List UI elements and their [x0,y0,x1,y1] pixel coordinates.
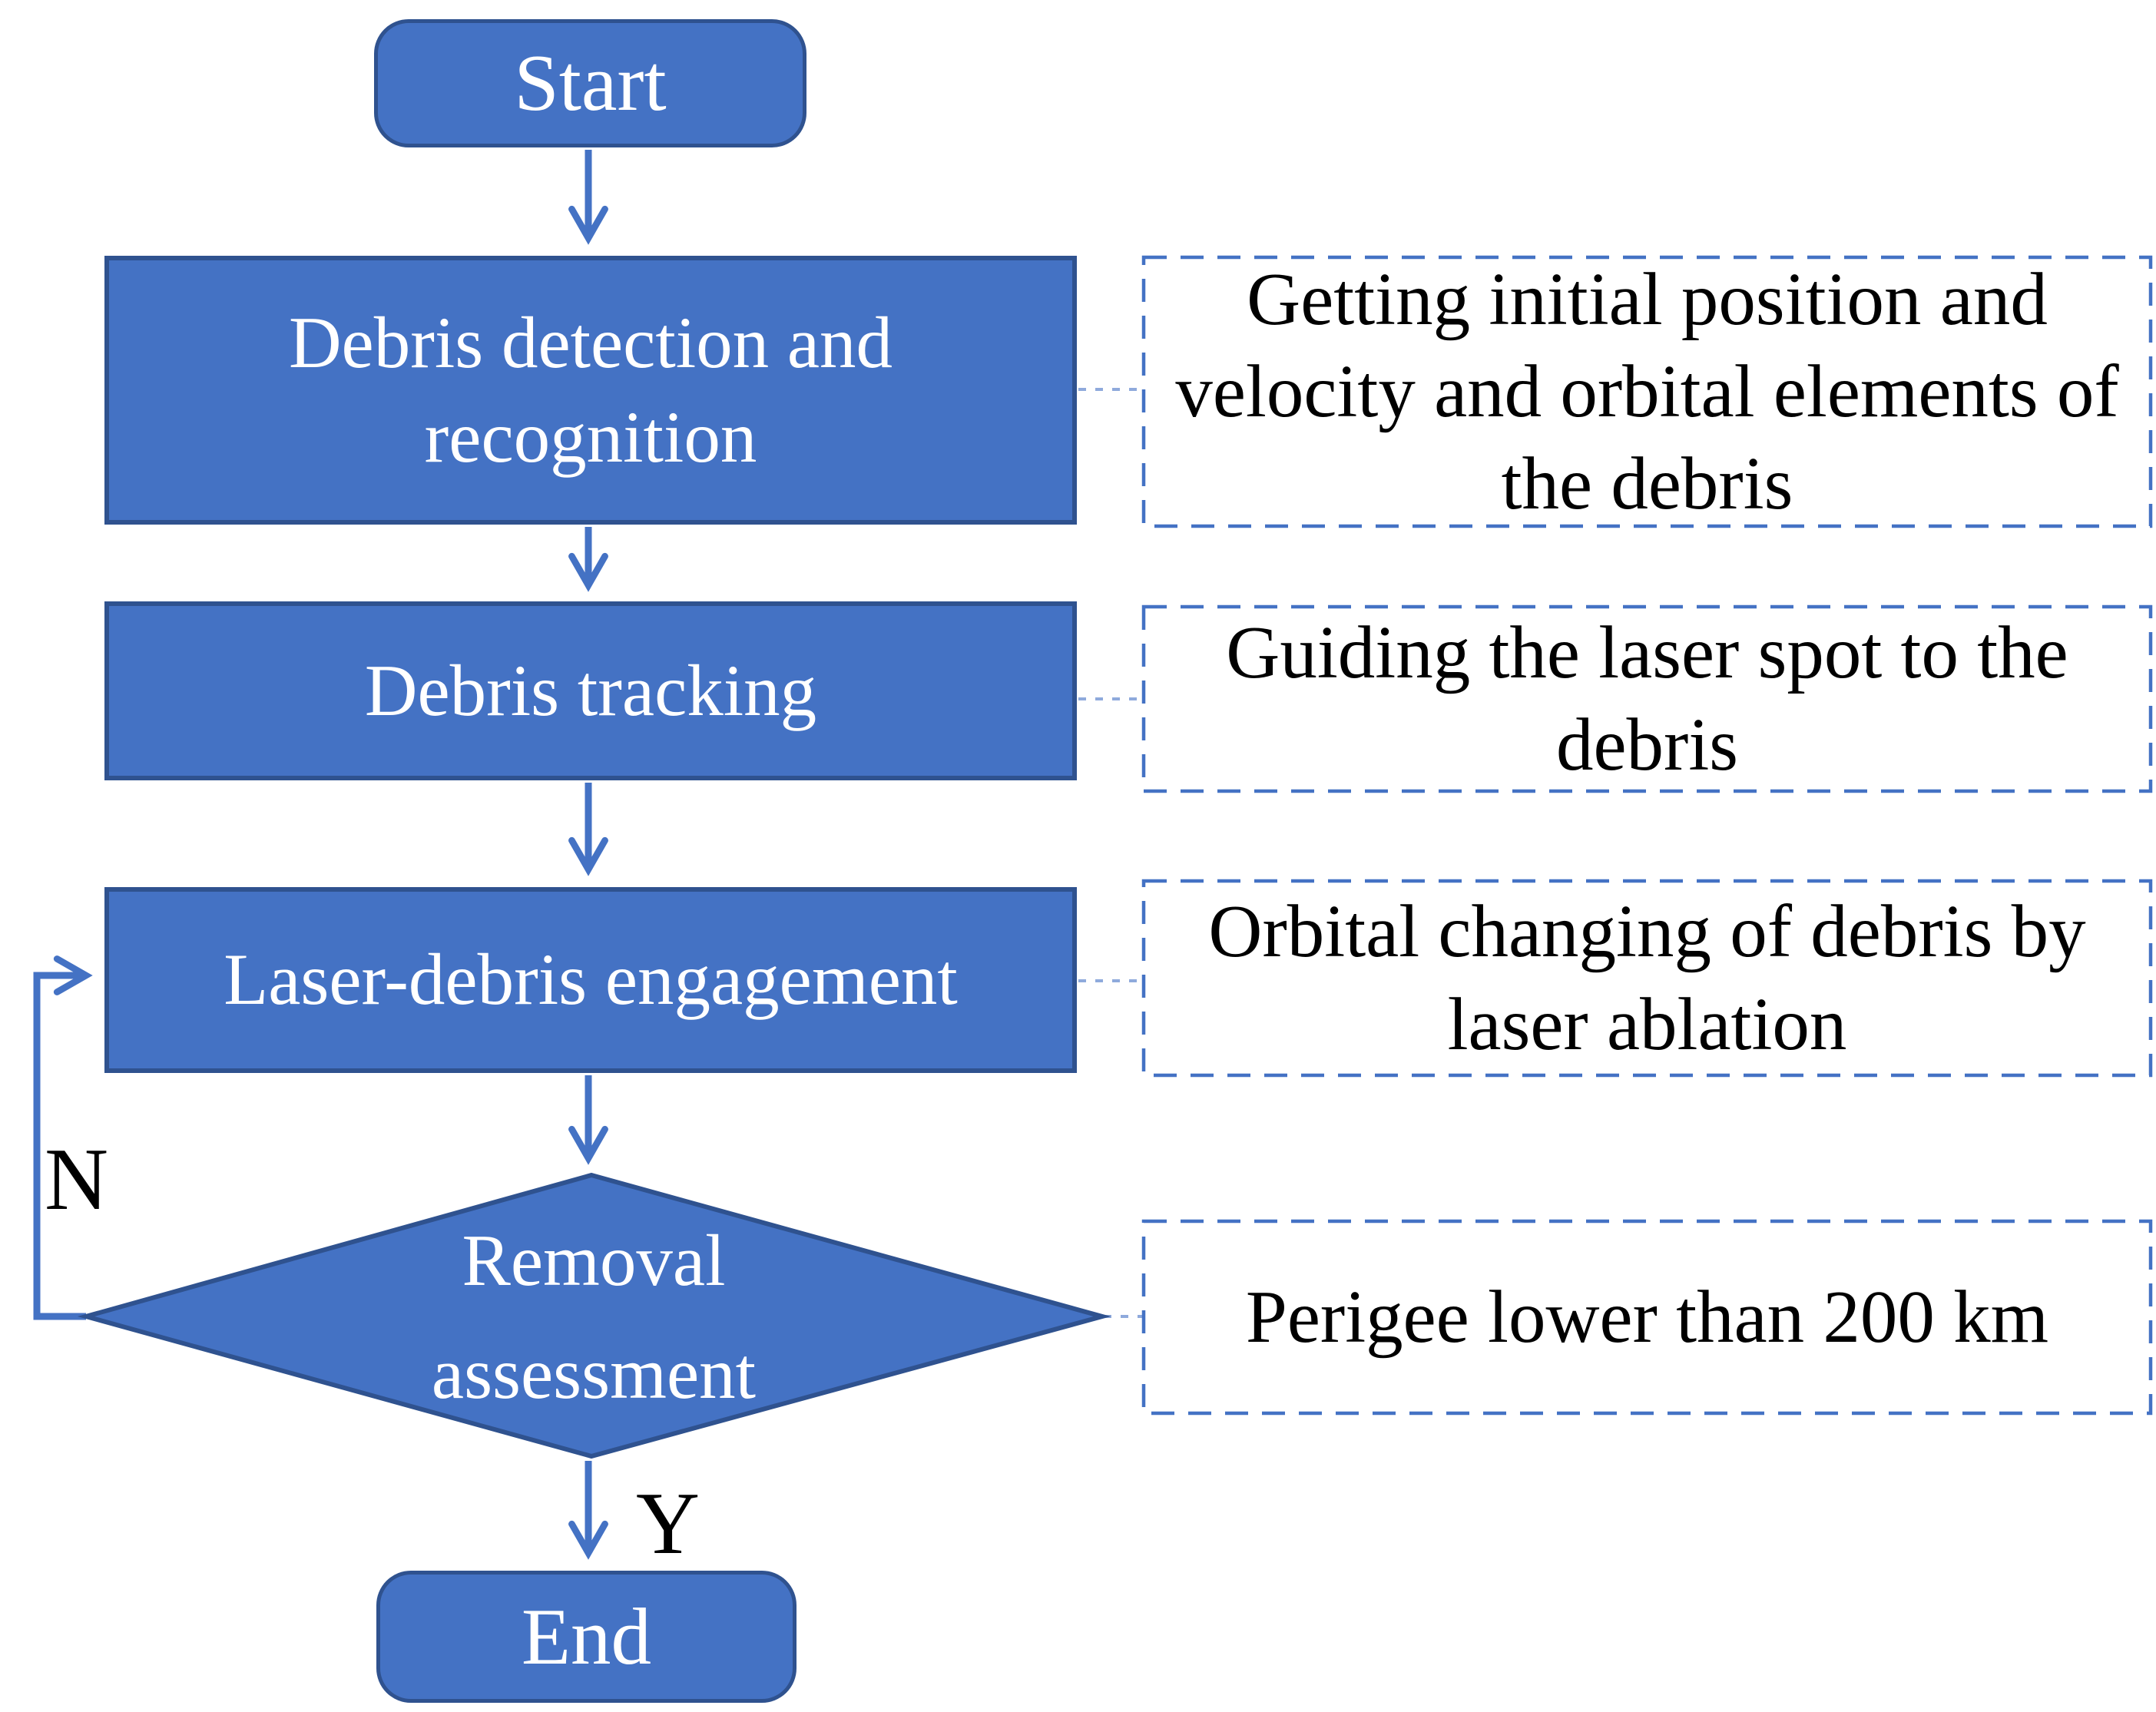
annotation-frame-engagement [1141,879,2153,1078]
node-removal-assessment: Removal assessment [325,1198,863,1436]
annotation-tracking-text: Guiding the laser spot to the debris [1226,611,2068,786]
node-laser-debris-engagement-label: Laser-debris engagement [224,939,958,1021]
node-debris-tracking-label: Debris tracking [364,649,817,731]
annotation-detection-text: Getting initial position and velocity an… [1175,257,2119,525]
annotation-frame-detection [1141,255,2153,528]
annotation-frame-tracking [1141,604,2153,793]
node-debris-detection: Debris detection and recognition [104,256,1077,525]
decision-diamond-shape [77,1172,1111,1459]
node-debris-detection-label: Debris detection and recognition [288,301,893,478]
node-debris-tracking: Debris tracking [104,601,1077,780]
annotation-detection: Getting initial position and velocity an… [1144,257,2151,526]
annotation-engagement: Orbital changing of debris by laser abla… [1144,881,2151,1075]
annotation-assessment-text: Perigee lower than 200 km [1245,1275,2049,1358]
node-laser-debris-engagement: Laser-debris engagement [104,887,1077,1073]
node-start: Start [374,19,806,147]
annotation-assessment: Perigee lower than 200 km [1144,1221,2151,1413]
node-end: End [376,1571,796,1703]
annotation-tracking: Guiding the laser spot to the debris [1144,607,2151,791]
branch-label-no: N [45,1131,109,1228]
annotation-frame-assessment [1141,1219,2153,1416]
node-removal-assessment-label: Removal assessment [431,1219,757,1414]
annotation-engagement-text: Orbital changing of debris by laser abla… [1208,890,2086,1065]
arrow-no-loop [33,955,93,1320]
node-start-label: Start [514,38,667,128]
branch-label-yes: Y [636,1475,700,1572]
node-end-label: End [521,1591,652,1681]
